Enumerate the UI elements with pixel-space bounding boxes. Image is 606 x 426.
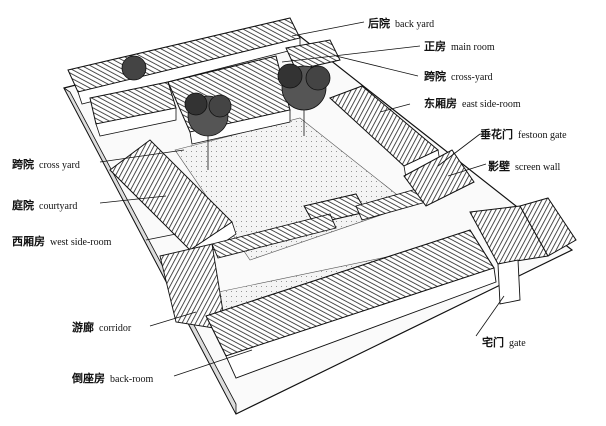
screen-wall-roof <box>403 149 475 207</box>
label-back-room-zh: 倒座房 <box>72 372 105 385</box>
label-courtyard-zh: 庭院 <box>12 199 34 212</box>
main-room-wall <box>189 109 291 145</box>
label-back-room: 倒座房 back-room <box>72 370 153 386</box>
inner-wall-roof <box>211 213 337 259</box>
label-east-side-room-en: east side-room <box>462 99 521 110</box>
label-main-room-zh: 正房 <box>424 40 446 53</box>
cross-yard-roof <box>285 39 341 71</box>
label-festoon-gate-zh: 垂花门 <box>480 128 513 141</box>
label-cross-yard-right: 跨院 cross-yard <box>424 68 493 84</box>
label-main-room-en: main room <box>451 42 495 53</box>
label-screen-wall-zh: 影壁 <box>488 160 510 173</box>
label-gate: 宅门 gate <box>482 334 526 350</box>
label-main-room: 正房 main room <box>424 38 495 54</box>
leader-lines <box>99 21 505 377</box>
label-back-yard-zh: 后院 <box>368 17 390 30</box>
label-gate-zh: 宅门 <box>482 336 504 349</box>
label-corridor-zh: 游廊 <box>72 321 94 334</box>
label-gate-en: gate <box>509 338 526 349</box>
label-back-yard: 后院 back yard <box>368 15 434 31</box>
east-end-roof <box>519 197 577 257</box>
label-west-side-room-en: west side-room <box>50 237 112 248</box>
label-back-yard-en: back yard <box>395 19 435 30</box>
label-east-side-room: 东厢房 east side-room <box>424 95 521 111</box>
label-west-side-room: 西厢房 west side-room <box>12 233 111 249</box>
label-cross-yard-left: 跨院 cross yard <box>12 156 80 172</box>
label-cross-yard-right-en: cross-yard <box>451 72 493 83</box>
label-back-room-en: back-room <box>110 374 154 385</box>
label-screen-wall-en: screen wall <box>515 162 561 173</box>
label-festoon-gate-en: festoon gate <box>518 130 567 141</box>
label-east-side-room-zh: 东厢房 <box>424 97 457 110</box>
label-courtyard-en: courtyard <box>39 201 78 212</box>
label-screen-wall: 影壁 screen wall <box>488 158 560 174</box>
label-cross-yard-right-zh: 跨院 <box>424 70 446 83</box>
tree-left <box>184 92 232 170</box>
label-corridor-en: corridor <box>99 323 132 334</box>
label-west-side-room-zh: 西厢房 <box>12 235 45 248</box>
label-cross-yard-left-en: cross yard <box>39 160 80 171</box>
left-cross-yard-wall <box>95 107 177 137</box>
label-festoon-gate: 垂花门 festoon gate <box>480 126 567 142</box>
gate-opening <box>497 259 521 305</box>
label-cross-yard-left-zh: 跨院 <box>12 158 34 171</box>
label-courtyard: 庭院 courtyard <box>12 197 77 213</box>
tree-right <box>277 63 331 136</box>
label-corridor: 游廊 corridor <box>72 319 131 335</box>
tree-back <box>121 55 147 81</box>
back-room-wall <box>225 267 497 379</box>
